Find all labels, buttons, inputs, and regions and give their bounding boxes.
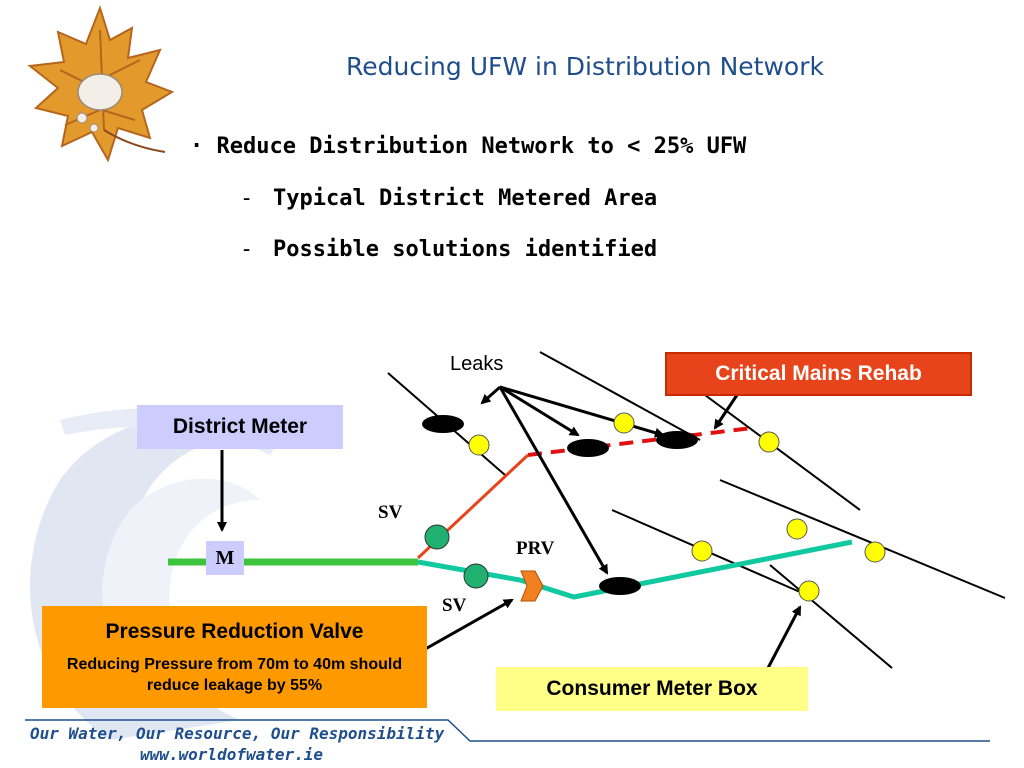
sv-label-top: SV — [378, 502, 403, 523]
consumer-meter — [468, 434, 490, 456]
sv-label-bottom: SV — [442, 595, 467, 616]
consumer-meter — [758, 431, 780, 453]
bullet-sub-2-text: Possible solutions identified — [273, 237, 658, 262]
consumer-meter — [786, 518, 808, 540]
leak-marker — [422, 415, 464, 433]
consumer-meter — [691, 540, 713, 562]
footer-slogan: Our Water, Our Resource, Our Responsibil… — [30, 724, 445, 743]
meter-box: M — [206, 541, 244, 575]
sv-valve-top — [424, 524, 450, 550]
leak-marker — [656, 431, 698, 449]
footer-divider — [25, 719, 990, 742]
prv-box-subtitle: Reducing Pressure from 70m to 40m should… — [66, 656, 403, 694]
leak-marker — [567, 439, 609, 457]
bullet-sub-2: -Possible solutions identified — [240, 237, 657, 262]
service-lines — [387, 351, 1006, 669]
bullet-main-text: Reduce Distribution Network to < 25% UFW — [216, 134, 747, 159]
bullet-sub-1-text: Typical District Metered Area — [273, 186, 658, 211]
slide-title: Reducing UFW in Distribution Network — [346, 52, 824, 81]
consumer-meter — [864, 541, 886, 563]
bullet-dash: - — [240, 237, 254, 262]
consumer-meter — [613, 412, 635, 434]
leak-arrows — [480, 385, 665, 575]
consumer-meter-arrow — [766, 605, 802, 669]
consumer-meters — [468, 412, 886, 602]
bullet-main: · Reduce Distribution Network to < 25% U… — [190, 134, 746, 159]
leak-marker — [599, 577, 641, 595]
consumer-meter-box: Consumer Meter Box — [496, 667, 808, 711]
consumer-meter — [798, 580, 820, 602]
prv-valve — [520, 570, 544, 602]
critical-mains-box: Critical Mains Rehab — [665, 352, 972, 396]
critical-main-pipe — [527, 426, 753, 457]
sv-valve-bottom — [463, 563, 489, 589]
prv-arrow — [419, 598, 514, 654]
critical-mains-arrow — [713, 394, 739, 430]
prv-info-box: Pressure Reduction Valve Reducing Pressu… — [42, 606, 427, 708]
bullet-dot: · — [190, 134, 204, 159]
bullet-dash: - — [240, 186, 254, 211]
maple-leaf-logo — [27, 4, 175, 163]
prv-box-title: Pressure Reduction Valve — [105, 620, 364, 643]
footer-url[interactable]: www.worldofwater.ie — [140, 745, 324, 764]
bullet-sub-1: -Typical District Metered Area — [240, 186, 657, 211]
prv-label: PRV — [516, 538, 555, 559]
leaks-label: Leaks — [450, 353, 504, 375]
district-meter-box: District Meter — [137, 405, 343, 449]
